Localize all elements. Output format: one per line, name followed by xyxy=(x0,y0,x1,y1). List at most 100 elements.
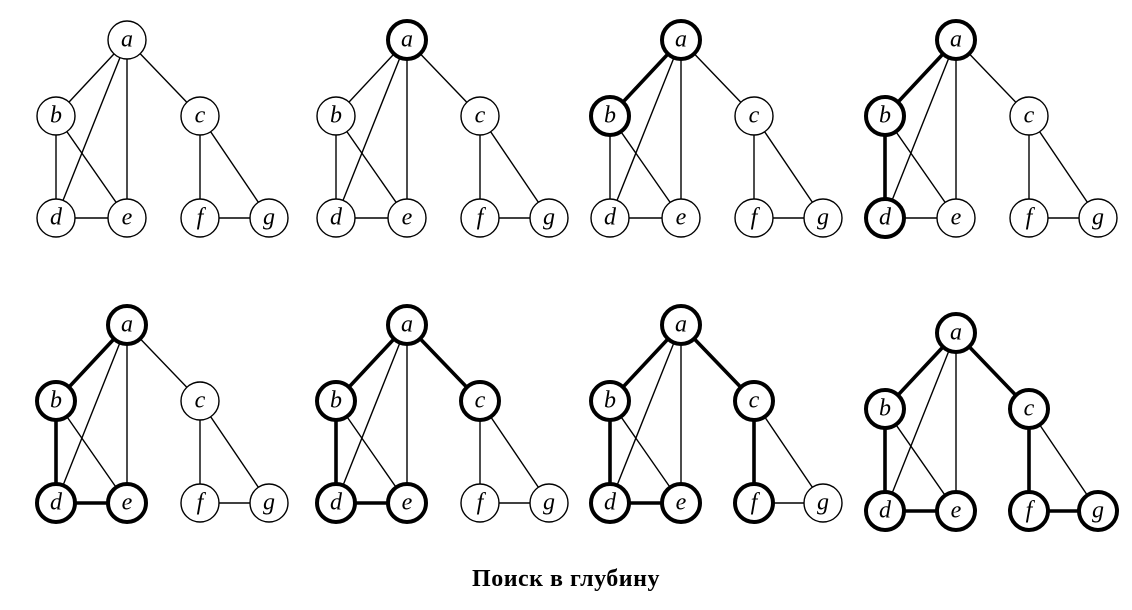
node-f xyxy=(460,483,500,523)
node-a-visited xyxy=(386,19,428,61)
node-label-f: f xyxy=(1026,205,1036,231)
node-label-a: a xyxy=(121,27,133,53)
node-c xyxy=(460,96,500,136)
node-label-f: f xyxy=(197,490,207,516)
node-label-b: b xyxy=(604,103,616,129)
edge-a-d xyxy=(609,39,682,219)
node-label-d: d xyxy=(879,498,892,524)
node-label-d: d xyxy=(330,490,343,516)
node-label-b: b xyxy=(879,396,891,422)
node-label-e: e xyxy=(951,498,962,524)
edge-c-g xyxy=(753,115,824,219)
edge-b-e xyxy=(335,115,408,219)
node-a xyxy=(107,20,147,60)
node-b xyxy=(316,96,356,136)
node-d xyxy=(316,198,356,238)
node-label-e: e xyxy=(951,205,962,231)
node-label-a: a xyxy=(401,312,413,338)
node-label-g: g xyxy=(543,490,555,516)
node-c xyxy=(734,96,774,136)
node-label-g: g xyxy=(1092,498,1104,524)
node-d xyxy=(590,198,630,238)
node-label-c: c xyxy=(1024,103,1035,129)
node-label-a: a xyxy=(401,27,413,53)
node-label-c: c xyxy=(475,103,486,129)
node-g xyxy=(529,198,569,238)
node-e xyxy=(936,198,976,238)
dfs-step-8: a b c d e f g xyxy=(864,312,1119,532)
node-b-visited xyxy=(864,388,906,430)
node-f xyxy=(180,483,220,523)
node-label-c: c xyxy=(195,388,206,414)
node-f xyxy=(1009,198,1049,238)
node-d xyxy=(36,198,76,238)
node-b-visited xyxy=(589,95,631,137)
node-label-a: a xyxy=(950,320,962,346)
node-d-visited xyxy=(35,482,77,524)
node-g xyxy=(1078,198,1118,238)
node-g xyxy=(249,198,289,238)
node-g xyxy=(803,483,843,523)
node-d-visited xyxy=(315,482,357,524)
node-g-visited xyxy=(1077,490,1119,532)
node-label-b: b xyxy=(330,103,342,129)
node-c xyxy=(1009,96,1049,136)
node-b-visited xyxy=(864,95,906,137)
node-c xyxy=(180,381,220,421)
edge-b-e xyxy=(55,115,128,219)
node-label-g: g xyxy=(263,205,275,231)
node-label-f: f xyxy=(477,490,487,516)
edge-a-d xyxy=(55,39,128,219)
node-label-e: e xyxy=(402,205,413,231)
node-b xyxy=(36,96,76,136)
node-e-visited xyxy=(935,490,977,532)
edge-c-g xyxy=(199,115,270,219)
edge-a-d xyxy=(335,39,408,219)
node-g xyxy=(803,198,843,238)
node-e xyxy=(661,198,701,238)
node-a-visited xyxy=(935,19,977,61)
node-a-visited xyxy=(386,304,428,346)
node-f xyxy=(180,198,220,238)
node-label-f: f xyxy=(751,490,761,516)
node-label-g: g xyxy=(1092,205,1104,231)
node-label-e: e xyxy=(676,490,687,516)
node-label-g: g xyxy=(263,490,275,516)
node-label-b: b xyxy=(330,388,342,414)
node-label-a: a xyxy=(121,312,133,338)
node-c-visited xyxy=(459,380,501,422)
node-e xyxy=(387,198,427,238)
node-d-visited xyxy=(864,490,906,532)
edge-a-d xyxy=(884,39,957,219)
node-b-visited xyxy=(589,380,631,422)
node-label-d: d xyxy=(604,205,617,231)
node-c xyxy=(180,96,220,136)
node-label-d: d xyxy=(604,490,617,516)
caption: Поиск в глубину xyxy=(472,566,660,592)
node-f xyxy=(734,198,774,238)
node-label-g: g xyxy=(543,205,555,231)
node-label-b: b xyxy=(879,103,891,129)
node-label-f: f xyxy=(477,205,487,231)
node-label-g: g xyxy=(817,205,829,231)
node-label-f: f xyxy=(197,205,207,231)
node-c-visited xyxy=(733,380,775,422)
node-f-visited xyxy=(733,482,775,524)
node-a-visited xyxy=(660,304,702,346)
node-label-f: f xyxy=(1026,498,1036,524)
node-d-visited xyxy=(589,482,631,524)
edge-c-g xyxy=(479,115,550,219)
edge-a-d xyxy=(609,324,682,504)
node-b-visited xyxy=(35,380,77,422)
node-c-visited xyxy=(1008,388,1050,430)
node-f-visited xyxy=(1008,490,1050,532)
node-label-c: c xyxy=(1024,396,1035,422)
node-label-e: e xyxy=(676,205,687,231)
node-label-d: d xyxy=(50,205,63,231)
